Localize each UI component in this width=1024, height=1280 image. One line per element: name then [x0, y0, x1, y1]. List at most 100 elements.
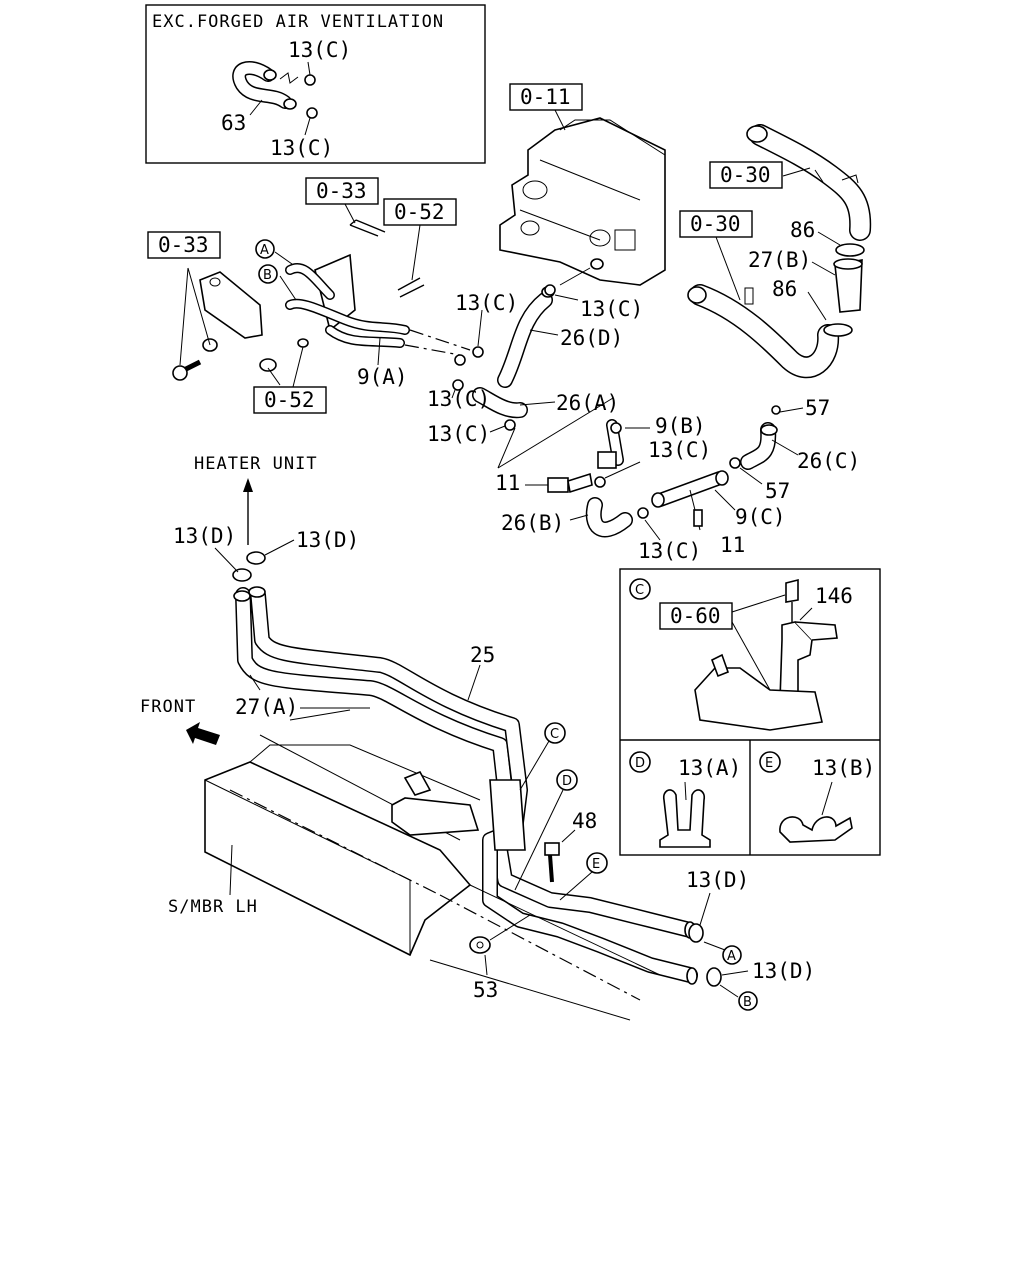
detail-c-ref: 0-60	[670, 604, 721, 628]
clamp-13a	[659, 789, 711, 848]
callout-13c-f: 13(C)	[638, 539, 701, 563]
ref-box-0-33-left: 0-33	[147, 231, 221, 259]
callout-53: 53	[473, 978, 498, 1002]
circle-letter-b-bottom: B	[738, 991, 758, 1011]
callout-9b: 9(B)	[655, 414, 706, 438]
inset-label-13c-top: 13(C)	[288, 38, 351, 62]
hose-27b-group	[807, 231, 865, 337]
hose-26b	[569, 497, 661, 541]
hose-26a	[451, 354, 556, 419]
heater-unit-label: HEATER UNIT	[194, 454, 318, 474]
svg-text:A: A	[260, 243, 269, 258]
bolt-11-right	[693, 509, 703, 527]
circle-letter-a-bottom: A	[722, 945, 742, 965]
circle-letter-c-main: C	[519, 722, 566, 791]
heater-hose-clamps	[214, 539, 295, 582]
clamp-13c	[544, 284, 556, 296]
callout-13d-left: 13(D)	[173, 524, 236, 548]
callout-11-right: 11	[720, 533, 745, 557]
callout-86-top: 86	[790, 218, 815, 242]
clamp-13c	[306, 107, 318, 119]
svg-text:C: C	[550, 727, 559, 742]
hose-bracket-mid	[391, 770, 526, 851]
circle-letter-b-top: B	[258, 264, 278, 284]
clamp-57	[771, 405, 781, 415]
inset-title: EXC.FORGED AIR VENTILATION	[152, 12, 444, 32]
callout-86-bottom: 86	[772, 277, 797, 301]
ref-0-11-label: 0-11	[520, 85, 571, 109]
water-pipe-0-30-mid	[687, 236, 840, 379]
ref-0-52-top-label: 0-52	[394, 200, 445, 224]
detail-c-letter: C	[635, 583, 644, 598]
detail-c-label-146: 146	[815, 584, 853, 608]
svg-text:A: A	[727, 949, 736, 964]
hose-26c	[729, 405, 804, 485]
ref-0-30-top-label: 0-30	[720, 163, 771, 187]
svg-text:B: B	[263, 268, 272, 283]
callout-13c-b: 13(C)	[580, 297, 643, 321]
inset-label-63: 63	[221, 111, 246, 135]
clamp-86	[835, 243, 865, 257]
front-arrow-icon	[186, 722, 220, 745]
detail-e-label: 13(B)	[812, 756, 875, 780]
pipe-9b	[489, 397, 650, 469]
ref-0-52-bottom-label: 0-52	[264, 388, 315, 412]
callout-13c-d: 13(C)	[427, 422, 490, 446]
water-pipe-0-30-top	[746, 124, 872, 241]
circle-letter-e-main: E	[559, 852, 608, 901]
callout-13d-lowest: 13(D)	[752, 959, 815, 983]
callout-26c: 26(C)	[797, 449, 860, 473]
callout-11-left: 11	[495, 471, 520, 495]
ref-box-0-33-top: 0-33	[305, 177, 379, 205]
circle-letter-d-main: D	[514, 769, 578, 891]
svg-text:B: B	[743, 995, 752, 1010]
side-member-label: S/MBR LH	[168, 897, 258, 917]
detail-e-letter: E	[765, 756, 773, 771]
inset-label-13c-bottom: 13(C)	[270, 136, 333, 160]
ref-box-0-52-bottom: 0-52	[253, 386, 327, 414]
clamp-13c	[594, 476, 606, 488]
ref-box-0-52-top: 0-52	[383, 198, 457, 226]
callout-25: 25	[470, 643, 495, 667]
callout-9a: 9(A)	[357, 365, 408, 389]
callout-9c: 9(C)	[735, 505, 786, 529]
clamp-13c	[452, 379, 464, 391]
bolt-11-left	[525, 472, 593, 494]
callout-27a: 27(A)	[235, 695, 298, 719]
clamp-13b	[779, 816, 853, 843]
detail-e: E 13(B)	[759, 751, 875, 843]
callout-13c-e: 13(C)	[648, 438, 711, 462]
hose-26d	[472, 267, 591, 388]
callout-26b: 26(B)	[501, 511, 564, 535]
callout-13c-c: 13(C)	[427, 387, 490, 411]
clamp-57	[729, 457, 741, 469]
ref-box-0-30-top: 0-30	[709, 161, 783, 189]
ref-0-33-top-label: 0-33	[316, 179, 367, 203]
inset-exc-forged-air-ventilation: EXC.FORGED AIR VENTILATION 13(C) 63 13(C…	[145, 4, 486, 164]
svg-text:E: E	[592, 857, 600, 872]
callout-27b: 27(B)	[748, 248, 811, 272]
clamp-13c	[304, 74, 316, 86]
callout-57-top: 57	[805, 396, 830, 420]
clamp-13c	[637, 507, 649, 519]
detail-d-letter: D	[635, 756, 645, 771]
callout-57-bottom: 57	[765, 479, 790, 503]
pipe-bracket-assembly	[172, 203, 471, 388]
clamp-86	[823, 323, 853, 337]
callout-13d-right: 13(D)	[296, 528, 359, 552]
clamp-13c	[472, 346, 484, 358]
detail-d-label: 13(A)	[678, 756, 741, 780]
heater-unit-arrow-icon	[243, 478, 253, 545]
lower-clamps	[688, 892, 749, 998]
ref-box-0-30-mid: 0-30	[679, 210, 753, 238]
nut-53	[469, 914, 531, 976]
ref-0-33-left-label: 0-33	[158, 233, 209, 257]
callout-48: 48	[572, 809, 597, 833]
front-label: FRONT	[140, 697, 196, 717]
callout-13c-a: 13(C)	[455, 291, 518, 315]
bolt-48	[544, 829, 576, 883]
ref-0-30-mid-label: 0-30	[690, 212, 741, 236]
side-member-lh	[204, 707, 661, 1021]
detail-d: D 13(A)	[629, 751, 741, 848]
